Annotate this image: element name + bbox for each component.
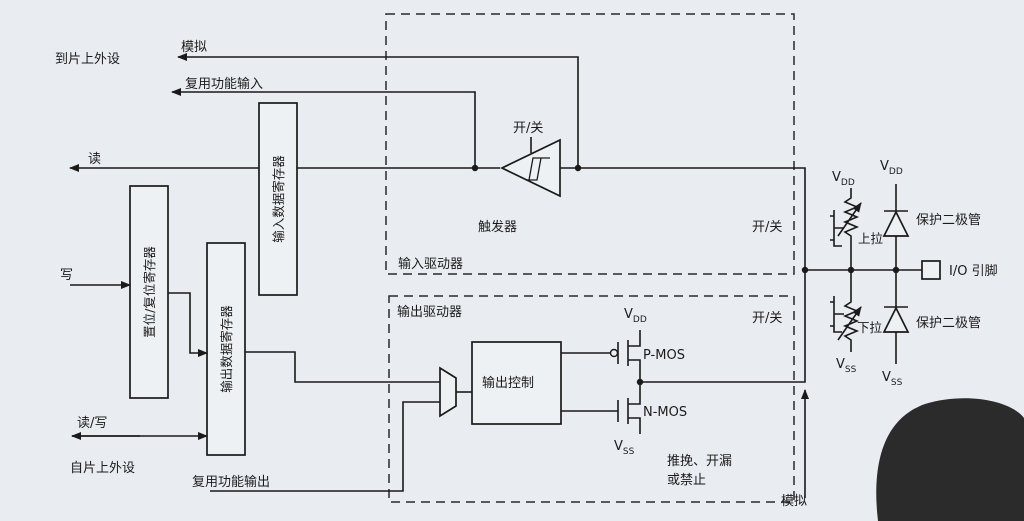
bsrr-register-label: 置位/复位寄存器 xyxy=(142,246,157,338)
nmos-icon xyxy=(561,382,641,434)
vdd-diode-label: VDD xyxy=(880,159,903,177)
analog-input-wire xyxy=(177,53,579,168)
vdd-pullup-label: VDD xyxy=(832,170,855,188)
alt-func-in-wire xyxy=(171,88,476,168)
alt-func-in-label: 复用功能输入 xyxy=(185,76,263,92)
vss-output-label: VSS xyxy=(614,439,635,457)
pmos-label: P-MOS xyxy=(643,348,685,363)
read-write-label: 读/写 xyxy=(77,416,107,431)
output-data-register-label: 输出数据寄存器 xyxy=(219,305,234,393)
pull-up-switch-icon xyxy=(830,210,844,247)
analog-output-label: 模拟 xyxy=(781,494,807,509)
vss-diode-label: VSS xyxy=(882,370,903,388)
diode-bottom-icon xyxy=(882,306,910,333)
or-disabled-label: 或禁止 xyxy=(667,473,706,488)
diode-top-icon xyxy=(882,210,910,237)
pushpull-label: 推挽、开漏 xyxy=(667,453,732,469)
input-driver-box xyxy=(385,13,795,275)
protect-diode-top-label: 保护二极管 xyxy=(916,213,981,228)
pmos-icon xyxy=(561,330,641,382)
output-driver-label: 输出驱动器 xyxy=(397,304,462,320)
bsrr-register xyxy=(129,185,169,399)
switch-top-label: 开/关 xyxy=(752,220,782,235)
switch-bottom-label: 开/关 xyxy=(752,311,782,326)
mux-icon xyxy=(439,366,457,418)
io-pin-icon xyxy=(921,260,941,280)
pull-down-resistor-icon xyxy=(842,270,860,352)
pull-down-label: 下拉 xyxy=(857,320,883,335)
alt-func-out-wire xyxy=(210,401,440,492)
pull-up-adjust-arrow xyxy=(837,202,862,237)
protect-diode-bottom-label: 保护二极管 xyxy=(916,316,981,331)
trigger-switch-label: 开/关 xyxy=(513,121,543,136)
from-onchip-periph-label: 自片上外设 xyxy=(70,461,135,476)
alt-func-out-label: 复用功能输出 xyxy=(192,474,270,490)
input-data-register-label: 输入数据寄存器 xyxy=(271,155,286,243)
input-data-register xyxy=(258,102,298,296)
pull-up-label: 上拉 xyxy=(858,231,884,246)
bsrr-to-odr-wire xyxy=(168,292,208,357)
trigger-to-pad-wire xyxy=(560,167,806,270)
vss-pulldown-label: VSS xyxy=(836,357,857,375)
output-data-register xyxy=(206,242,246,456)
write-label: 写 xyxy=(60,268,73,283)
output-control-label: 输出控制 xyxy=(482,375,534,391)
input-driver-label: 输入驱动器 xyxy=(398,256,463,272)
hysteresis-icon xyxy=(526,157,550,181)
pmos-gate-bubble xyxy=(609,348,619,358)
output-control-box xyxy=(471,341,562,425)
junction-dot xyxy=(574,164,582,172)
mos-to-pad-wire xyxy=(640,270,806,383)
vdd-output-label: VDD xyxy=(624,307,647,325)
io-pin-label: I/O 引脚 xyxy=(949,263,998,279)
read-label: 读 xyxy=(88,152,101,167)
nmos-label: N-MOS xyxy=(643,405,687,420)
trigger-label: 触发器 xyxy=(478,219,517,235)
presenter-head-silhouette xyxy=(876,398,1024,521)
pull-down-switch-icon xyxy=(830,296,844,333)
pull-up-resistor-icon xyxy=(842,188,860,270)
pull-down-adjust-arrow xyxy=(837,306,862,341)
junction-dot xyxy=(471,164,479,172)
to-onchip-periph-label: 到片上外设 xyxy=(55,52,120,67)
analog-input-label: 模拟 xyxy=(181,40,207,55)
output-driver-box xyxy=(388,295,795,503)
odr-to-mux-wire xyxy=(245,351,440,383)
